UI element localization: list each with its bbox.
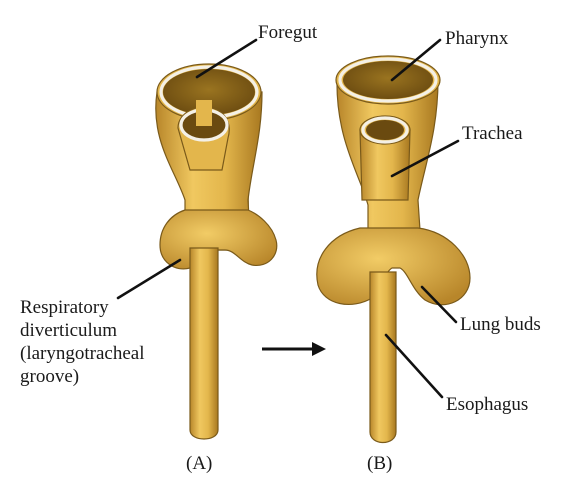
panel-b-esophagus-tube [370, 272, 396, 443]
label-lung-buds: Lung buds [460, 314, 541, 335]
label-esophagus: Esophagus [446, 394, 528, 415]
label-respiratory-3: (laryngotracheal [20, 343, 144, 364]
label-respiratory-4: groove) [20, 366, 79, 387]
panel-b-structure [317, 56, 470, 443]
panel-a-esophagus-tube [190, 248, 218, 439]
caption-b: (B) [367, 453, 392, 474]
caption-a: (A) [186, 453, 212, 474]
label-trachea: Trachea [462, 123, 523, 144]
panel-a-structure [156, 64, 277, 439]
label-pharynx: Pharynx [445, 28, 509, 49]
panel-b-trachea-lumen [366, 120, 404, 140]
respiratory-leader [118, 260, 180, 298]
label-respiratory-1: Respiratory [20, 297, 109, 318]
panel-b-pharynx-lumen [343, 61, 433, 99]
transition-arrow [262, 342, 326, 356]
label-respiratory-2: diverticulum [20, 320, 117, 341]
label-foregut: Foregut [258, 22, 318, 43]
